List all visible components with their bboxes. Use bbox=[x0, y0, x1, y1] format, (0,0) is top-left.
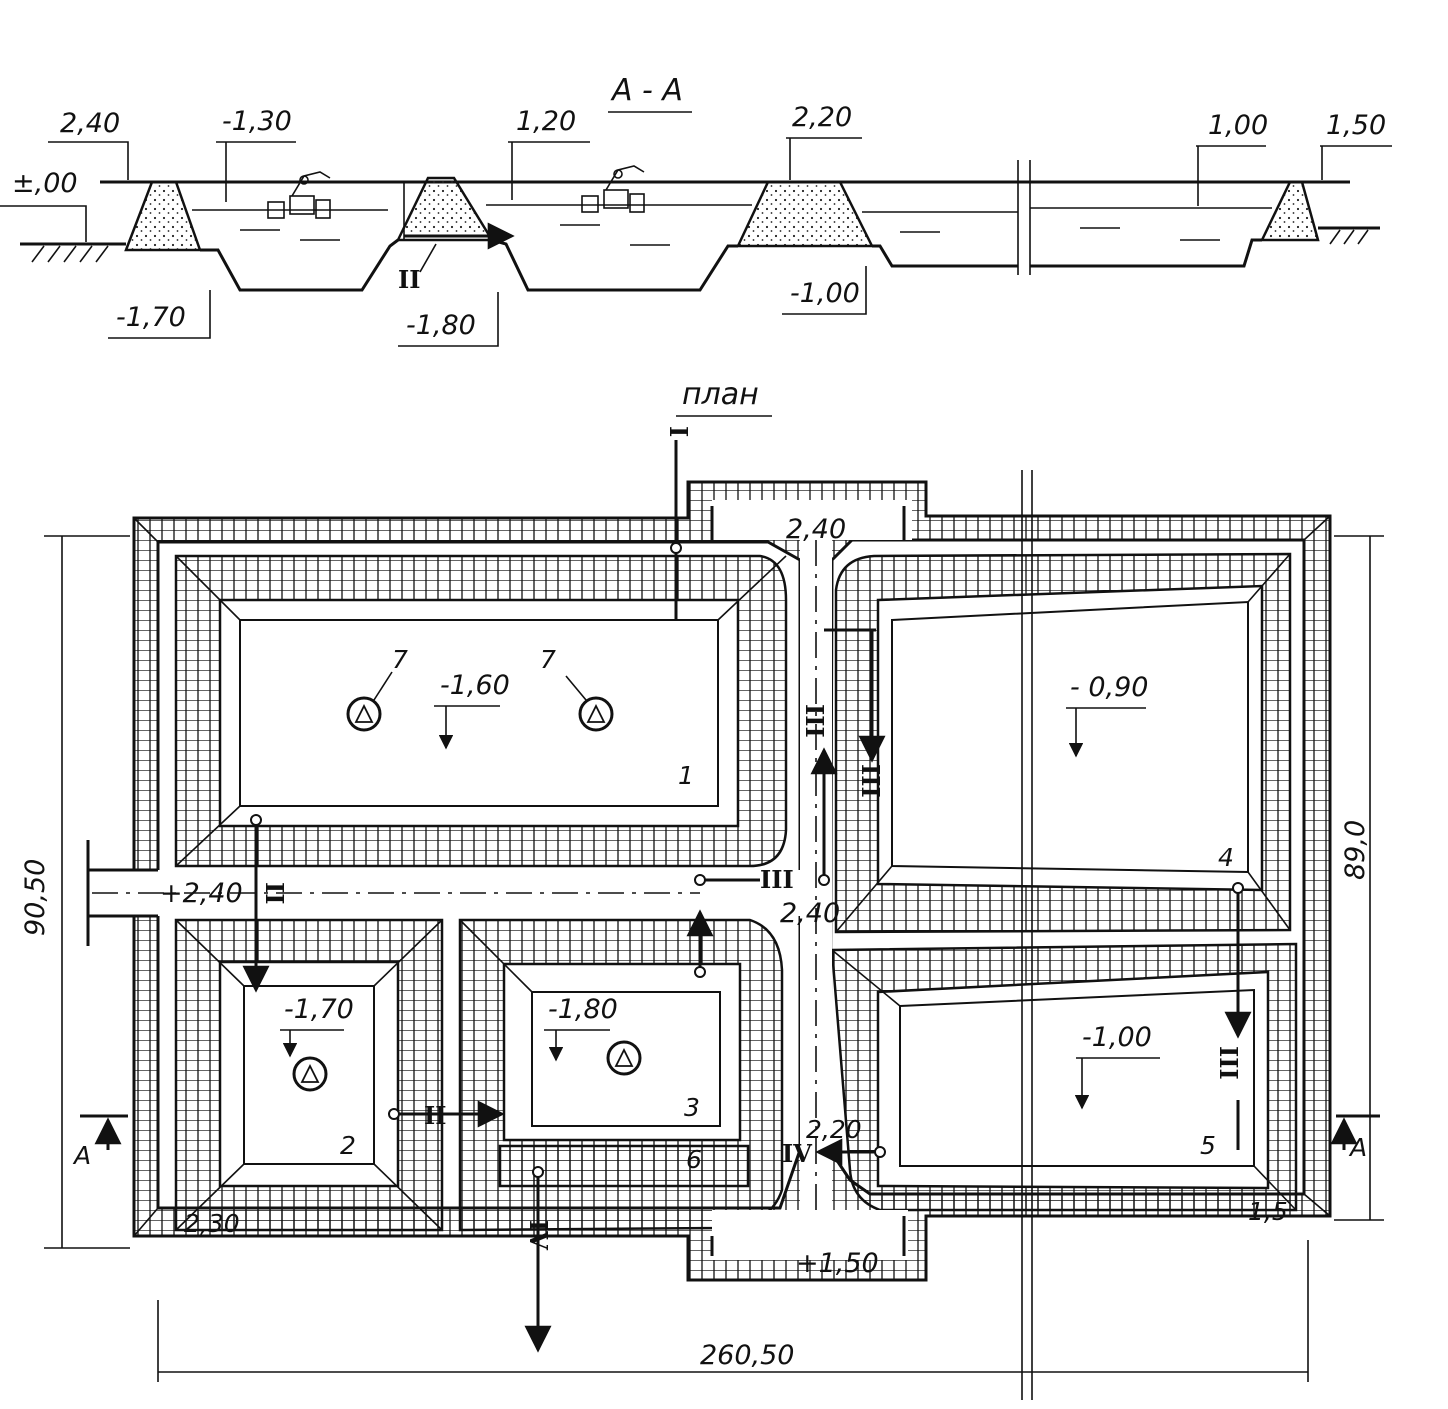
mark-dike-right: 1,50 bbox=[1326, 110, 1386, 141]
pipe-label-3d: III bbox=[1214, 1046, 1243, 1080]
pond-4-level: - 0,90 bbox=[1070, 672, 1148, 703]
cross-section: А - А bbox=[0, 73, 1392, 347]
mark-bottom-3: -1,00 bbox=[790, 278, 860, 309]
mark-right-road: 2,20 bbox=[806, 1115, 862, 1144]
pond-6-basin bbox=[498, 1144, 750, 1188]
aerator-2 bbox=[581, 165, 645, 213]
aerator-label-1: 7 bbox=[392, 645, 408, 674]
mark-corner-left: 2,30 bbox=[184, 1209, 240, 1238]
mark-water-4-leader bbox=[1196, 145, 1266, 206]
pipe-label-2b: II bbox=[424, 1101, 446, 1130]
road-north-edge bbox=[688, 480, 926, 540]
mark-bottom-3-leader bbox=[782, 266, 867, 315]
dim-left-width: 90,50 bbox=[20, 859, 51, 936]
mark-bottom-2-leader bbox=[398, 292, 499, 347]
levee-3 bbox=[736, 180, 875, 248]
section-marker-right bbox=[1336, 1116, 1380, 1150]
road-north-gap bbox=[712, 500, 912, 540]
aerator-icon bbox=[292, 696, 642, 1092]
pond-1-surface bbox=[239, 619, 719, 807]
mark-bottom-2: -1,80 bbox=[406, 310, 476, 341]
pond-profile-3 bbox=[872, 244, 1018, 268]
pond-3-number: 3 bbox=[684, 1093, 700, 1122]
aerator-1 bbox=[267, 171, 331, 219]
pond-6-number: 6 bbox=[686, 1145, 702, 1174]
mark-bottom-road: +1,50 bbox=[796, 1248, 879, 1279]
mark-top-road: 2,40 bbox=[786, 514, 846, 545]
section-pipe-label: II bbox=[398, 265, 420, 294]
pipe-label-3b: III bbox=[800, 704, 829, 738]
mark-bottom-1: -1,70 bbox=[116, 302, 186, 333]
pond-2-surface bbox=[243, 985, 375, 1165]
mark-dike-mid: 2,20 bbox=[792, 102, 852, 133]
pipe-label-3a: III bbox=[760, 865, 794, 894]
mark-ground-leader bbox=[0, 205, 87, 242]
pipe-label-1: I bbox=[664, 426, 693, 437]
section-marker-left bbox=[80, 1116, 128, 1150]
mark-center-road: 2,40 bbox=[780, 898, 840, 929]
pond-2-level-arrow bbox=[280, 1029, 344, 1056]
pond-3-level-arrow bbox=[544, 1029, 610, 1060]
dim-right-width: 89,0 bbox=[1340, 820, 1371, 880]
pipe-label-2a: II bbox=[260, 882, 289, 904]
pond-4-surface bbox=[891, 600, 1249, 874]
mark-corner-right: 1,5 bbox=[1248, 1197, 1288, 1226]
road-south-edge bbox=[688, 1216, 926, 1282]
section-break bbox=[1017, 160, 1031, 275]
pond-2-number: 2 bbox=[340, 1131, 356, 1160]
mark-water-1-leader bbox=[216, 141, 296, 202]
ground-hatch-left bbox=[31, 245, 109, 263]
pond-1-level: -1,60 bbox=[440, 670, 510, 701]
pond-5-level-arrow bbox=[1076, 1057, 1160, 1108]
levee-2 bbox=[396, 176, 495, 242]
section-marker-left-label: A bbox=[72, 1141, 91, 1170]
pond-2-level: -1,70 bbox=[284, 994, 354, 1025]
road-south-gap bbox=[712, 1210, 908, 1260]
mark-dike-left: 2,40 bbox=[60, 108, 120, 139]
pipe-label-4b: IV bbox=[524, 1220, 553, 1250]
mark-dike-mid-leader bbox=[786, 137, 862, 180]
pond-4-number: 4 bbox=[1218, 843, 1234, 872]
plan-title: план bbox=[682, 377, 759, 412]
water-lines bbox=[192, 204, 1272, 246]
pond-profile-2 bbox=[491, 238, 738, 292]
aerator-leaders bbox=[373, 671, 587, 701]
pond-profile-1 bbox=[200, 238, 399, 292]
pond-3-level: -1,80 bbox=[548, 994, 618, 1025]
mark-dike-left-leader bbox=[48, 141, 129, 180]
mark-water-2-leader bbox=[508, 141, 590, 200]
road-west-edge bbox=[86, 840, 158, 946]
section-title: А - А bbox=[610, 73, 683, 108]
mark-ground: ±,00 bbox=[12, 168, 78, 199]
plan-break bbox=[1021, 470, 1033, 1400]
levee-1 bbox=[124, 180, 202, 252]
mark-dike-right-leader bbox=[1320, 145, 1392, 180]
pipe-valves bbox=[250, 542, 1244, 1178]
section-marker-right-label: A bbox=[1348, 1133, 1367, 1162]
pond-4-level-arrow bbox=[1066, 707, 1146, 756]
mark-bottom-1-leader bbox=[108, 290, 211, 339]
plan-view: план bbox=[20, 377, 1384, 1400]
pipe-label-4a: IV bbox=[782, 1139, 812, 1168]
corner-diagonals bbox=[133, 515, 1331, 1237]
aerator-label-2: 7 bbox=[540, 645, 556, 674]
pipe-label-3c: III bbox=[856, 764, 885, 798]
mark-water-4: 1,00 bbox=[1208, 110, 1268, 141]
mark-left-road: +2,40 bbox=[160, 878, 243, 909]
pond-profile-4 bbox=[1030, 238, 1262, 268]
pipe-routes bbox=[242, 440, 1252, 1353]
dim-total-length: 260,50 bbox=[700, 1340, 794, 1371]
pond-1-level-arrow bbox=[434, 705, 500, 748]
levee-4 bbox=[1260, 180, 1320, 242]
mark-water-1: -1,30 bbox=[222, 106, 292, 137]
embankment-pond-5 bbox=[830, 942, 1298, 1212]
section-pipe-leader bbox=[419, 243, 437, 273]
pond-1-number: 1 bbox=[678, 761, 694, 790]
embankment-pond-1 bbox=[174, 554, 788, 868]
pond-5-number: 5 bbox=[1200, 1131, 1216, 1160]
ground-hatch-right bbox=[1329, 229, 1369, 245]
mark-water-2: 1,20 bbox=[516, 106, 576, 137]
pond-5-level: -1,00 bbox=[1082, 1022, 1152, 1053]
